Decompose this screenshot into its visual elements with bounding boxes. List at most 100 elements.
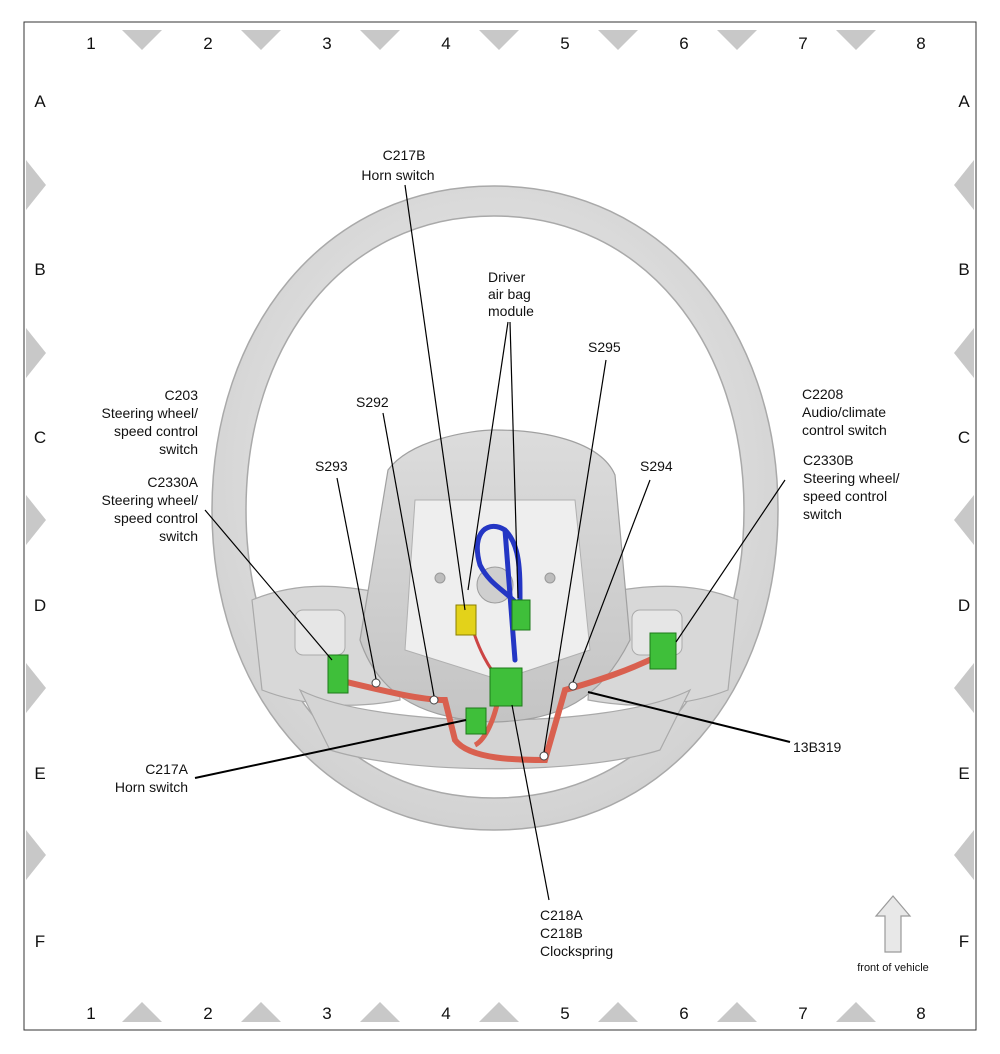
leader-s294 (572, 479, 651, 683)
col-label: 7 (798, 1004, 807, 1023)
wheel-spoke-lower (298, 688, 692, 770)
col-label: 6 (679, 34, 688, 53)
callout-s294: S294 (640, 458, 673, 474)
leader-c2330a (204, 509, 333, 661)
row-label: A (34, 92, 46, 111)
row-label: E (34, 764, 45, 783)
leader-s295 (543, 359, 607, 753)
leader-lines (194, 184, 791, 901)
row-labels-left: A B C D E F (34, 92, 46, 951)
leader-s292 (382, 412, 435, 697)
connector-airbag (511, 599, 531, 631)
label-text: C217B (383, 147, 426, 163)
hub-hole-left (434, 572, 446, 584)
row-label: C (958, 428, 970, 447)
callout-s295: S295 (588, 339, 621, 355)
leader-c217b (404, 184, 466, 611)
leader-s293 (336, 477, 377, 680)
row-label: F (35, 932, 45, 951)
label-text: C217A (145, 761, 188, 777)
leader-c218 (511, 704, 550, 901)
row-label: B (34, 260, 45, 279)
row-labels-right: A B C D E F (958, 92, 970, 951)
col-label: 2 (203, 34, 212, 53)
label-text: Horn switch (115, 779, 188, 795)
label-text: Audio/climate (802, 404, 886, 420)
row-label: B (958, 260, 969, 279)
label-text: 13B319 (793, 739, 841, 755)
callout-c2330a: C2330A Steering wheel/ speed control swi… (101, 474, 198, 544)
col-label: 2 (203, 1004, 212, 1023)
col-label: 8 (916, 34, 925, 53)
col-label: 3 (322, 1004, 331, 1023)
connector-c2330a (327, 654, 349, 694)
label-text: C203 (165, 387, 199, 403)
callout-c203: C203 Steering wheel/ speed control switc… (101, 387, 198, 457)
label-text: S293 (315, 458, 348, 474)
callout-c2330b: C2330B Steering wheel/ speed control swi… (803, 452, 900, 522)
callout-c218: C218A C218B Clockspring (540, 907, 613, 959)
connectors (327, 599, 677, 761)
label-text: speed control (803, 488, 887, 504)
col-label: 4 (441, 1004, 450, 1023)
connector-c217b (455, 604, 477, 636)
splice-s292 (429, 695, 439, 705)
hub-hole-right (544, 572, 556, 584)
label-text: speed control (114, 423, 198, 439)
callout-s292: S292 (356, 394, 389, 410)
splice-s294 (568, 681, 578, 691)
label-text: Clockspring (540, 943, 613, 959)
leader-airbag-2 (509, 321, 519, 599)
label-text: Steering wheel/ (803, 470, 900, 486)
col-label: 3 (322, 34, 331, 53)
connector-c217a (465, 707, 487, 735)
splice-s293 (371, 678, 381, 688)
bottom-grid-triangles (122, 1002, 876, 1022)
harness-13b319 (335, 652, 663, 764)
leader-c217a (194, 719, 467, 779)
row-label: F (959, 932, 969, 951)
row-label: D (34, 596, 46, 615)
row-label: A (958, 92, 970, 111)
switch-pad-left (294, 609, 346, 656)
label-text: speed control (114, 510, 198, 526)
callout-c217b: C217B Horn switch (361, 147, 434, 183)
row-label: C (34, 428, 46, 447)
label-text: control switch (802, 422, 887, 438)
label-text: C218B (540, 925, 583, 941)
col-label: 5 (560, 34, 569, 53)
leader-airbag-1 (467, 321, 509, 591)
front-of-vehicle-indicator: front of vehicle (857, 895, 929, 974)
label-text: module (488, 303, 534, 319)
up-arrow-icon (874, 895, 912, 953)
label-text: S292 (356, 394, 389, 410)
row-label: D (958, 596, 970, 615)
label-text: switch (159, 441, 198, 457)
top-grid-triangles (122, 30, 876, 50)
leader-c2330b (675, 479, 786, 643)
right-grid-triangles (954, 160, 974, 880)
label-text: Driver (488, 269, 526, 285)
col-label: 4 (441, 34, 450, 53)
callout-c217a: C217A Horn switch (115, 761, 189, 795)
label-text: C2330A (147, 474, 198, 490)
col-label: 1 (86, 1004, 95, 1023)
column-labels-bottom: 1 2 3 4 5 6 7 8 (86, 1004, 925, 1023)
wheel-rim (211, 185, 779, 831)
label-text: Steering wheel/ (101, 405, 198, 421)
label-text: C218A (540, 907, 583, 923)
callout-13b319: 13B319 (793, 739, 841, 755)
col-label: 5 (560, 1004, 569, 1023)
callout-c2208: C2208 Audio/climate control switch (802, 386, 887, 438)
front-of-vehicle-label: front of vehicle (857, 962, 929, 974)
label-text: S294 (640, 458, 673, 474)
leader-13b319 (587, 691, 791, 743)
col-label: 7 (798, 34, 807, 53)
label-text: air bag (488, 286, 531, 302)
splice-s295 (539, 751, 549, 761)
label-text: S295 (588, 339, 621, 355)
row-label: E (958, 764, 969, 783)
col-label: 8 (916, 1004, 925, 1023)
col-label: 1 (86, 34, 95, 53)
